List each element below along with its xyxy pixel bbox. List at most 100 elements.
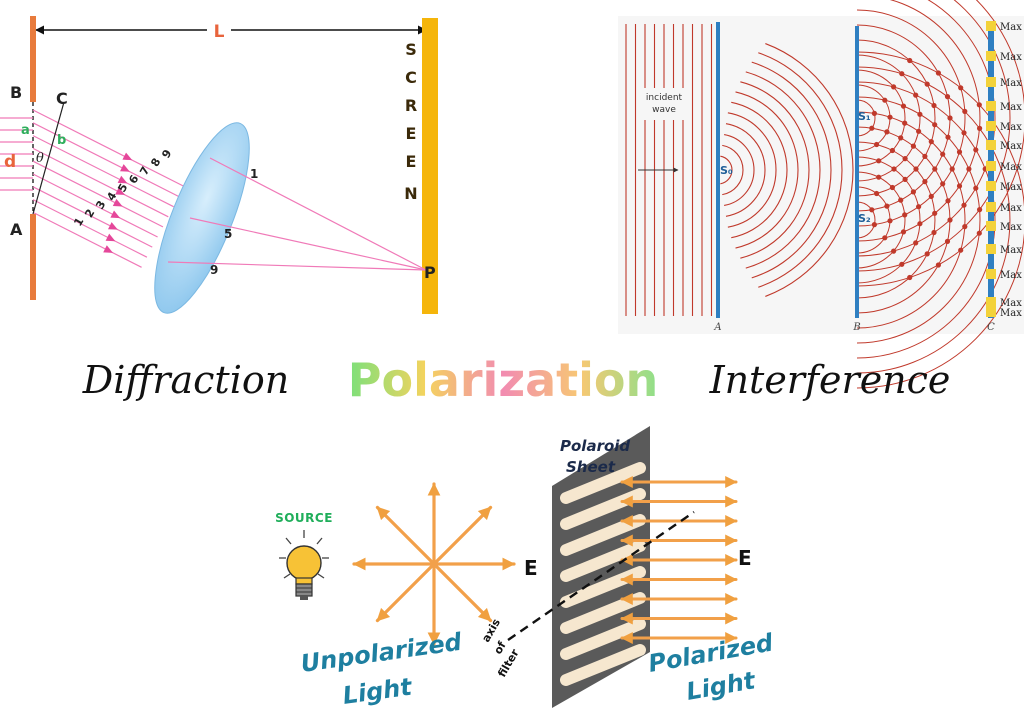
circular-wavefront xyxy=(722,144,744,196)
intersection-dot xyxy=(924,251,930,257)
slit-wavefront xyxy=(856,0,996,257)
intersection-dot xyxy=(945,134,951,140)
incident-rays xyxy=(0,117,33,191)
ray-number: 3 xyxy=(93,198,108,211)
intersection-dot xyxy=(898,197,904,203)
ray-arrowhead xyxy=(117,175,128,184)
intersection-dot xyxy=(891,84,897,90)
intersection-dot xyxy=(902,212,908,218)
polarization-diagram: SOURCE E Polaroid Sheet xyxy=(275,426,776,710)
intersection-dot xyxy=(882,97,888,103)
intersection-dot xyxy=(932,122,938,128)
diffracted-ray xyxy=(32,199,148,258)
axis-label-line1: axis xyxy=(479,616,503,644)
intersection-dot xyxy=(922,153,928,159)
perpendicular-line-ac xyxy=(32,101,65,215)
slit-barrier-bottom xyxy=(30,214,36,300)
intersection-dot xyxy=(962,108,968,114)
max-label: Max xyxy=(1000,78,1022,89)
max-label: Max xyxy=(1000,102,1022,113)
source-label: SOURCE xyxy=(275,511,333,525)
intersection-dot xyxy=(913,166,919,172)
polaroid-slit xyxy=(560,644,646,686)
polaroid-slit xyxy=(560,462,646,504)
intersection-dot xyxy=(917,111,923,117)
polaroid-slit xyxy=(560,618,646,660)
ray-number: 1 xyxy=(71,215,86,228)
intersection-dot xyxy=(898,135,904,141)
intersection-dot xyxy=(932,166,938,172)
intersection-dot xyxy=(949,166,955,172)
slit-wavefront xyxy=(856,81,996,359)
barrier-b xyxy=(855,26,859,318)
intersection-dot xyxy=(976,102,982,108)
intersection-dot xyxy=(891,166,897,172)
polarized-light-label-line1: Polarized xyxy=(646,628,776,678)
circular-wavefront xyxy=(735,91,799,249)
intersection-dot xyxy=(958,247,964,253)
intersection-dot xyxy=(899,261,905,267)
barrier-a xyxy=(716,22,720,318)
intersection-dot xyxy=(931,229,937,236)
slit-wavefront xyxy=(856,0,981,242)
ray-arrowhead xyxy=(120,164,130,172)
intersection-dot xyxy=(977,207,983,213)
max-mark xyxy=(986,21,996,31)
circular-wavefront xyxy=(724,133,755,207)
axis-label-line2: of xyxy=(491,639,509,656)
slit-wavefront xyxy=(856,99,876,137)
intersection-dot xyxy=(889,184,896,191)
ray-arrowhead xyxy=(103,245,114,253)
intersection-dot xyxy=(887,218,893,224)
slit-wavefront xyxy=(856,156,921,284)
max-mark xyxy=(986,51,996,61)
polaroid-sheet-label-line2: Sheet xyxy=(566,458,616,476)
ray-arrowhead xyxy=(115,187,126,195)
polarized-vectors xyxy=(620,476,738,644)
out-ray-9-label: 9 xyxy=(210,263,218,277)
intersection-dot xyxy=(940,151,946,157)
max-label: Max xyxy=(1000,162,1022,173)
slit-wavefront xyxy=(856,96,981,344)
intersection-dot xyxy=(928,139,934,145)
ray-arrowhead xyxy=(105,233,116,242)
circular-wavefront xyxy=(740,81,810,259)
interference-title: Interference xyxy=(709,358,951,402)
diffraction-title: Diffraction xyxy=(82,358,289,402)
intersection-dot xyxy=(924,81,930,87)
diffracted-ray xyxy=(32,122,180,198)
max-label: Max xyxy=(1000,141,1022,152)
source-s0-label: S₀ xyxy=(720,164,733,177)
intersection-dot xyxy=(876,158,882,164)
intersection-dot xyxy=(973,147,979,153)
e-field-left-label: E xyxy=(524,556,538,580)
incident-label-bg xyxy=(640,88,688,120)
max-label: Max xyxy=(1000,222,1022,233)
intersection-dot xyxy=(869,207,875,213)
unpolarized-light-label-line2: Light xyxy=(341,672,415,710)
intersection-dot xyxy=(882,235,888,241)
circular-wavefront xyxy=(758,52,843,288)
max-label: Max xyxy=(1000,308,1022,319)
theta-label: θ xyxy=(36,151,44,166)
screen-letter: E xyxy=(406,124,417,143)
unpolarized-vectors xyxy=(352,482,516,646)
intersection-dot xyxy=(916,204,922,210)
max-label: Max xyxy=(1000,182,1022,193)
screen-bar xyxy=(422,18,438,314)
max-label: Max xyxy=(1000,52,1022,63)
light-bulb-icon xyxy=(279,530,329,600)
intersection-dot xyxy=(910,143,917,149)
label-a-small: a xyxy=(21,123,30,138)
circular-wavefront xyxy=(725,123,766,217)
max-mark xyxy=(986,140,996,150)
max-label: Max xyxy=(1000,122,1022,133)
intersection-dot xyxy=(944,238,951,244)
intersection-dot xyxy=(902,156,908,162)
point-c-label: C xyxy=(56,89,68,108)
label-b-small: b xyxy=(57,133,66,148)
intersection-dot xyxy=(966,166,972,172)
max-mark xyxy=(986,297,996,307)
intersection-dot xyxy=(913,240,919,246)
screen-letter: E xyxy=(406,152,417,171)
